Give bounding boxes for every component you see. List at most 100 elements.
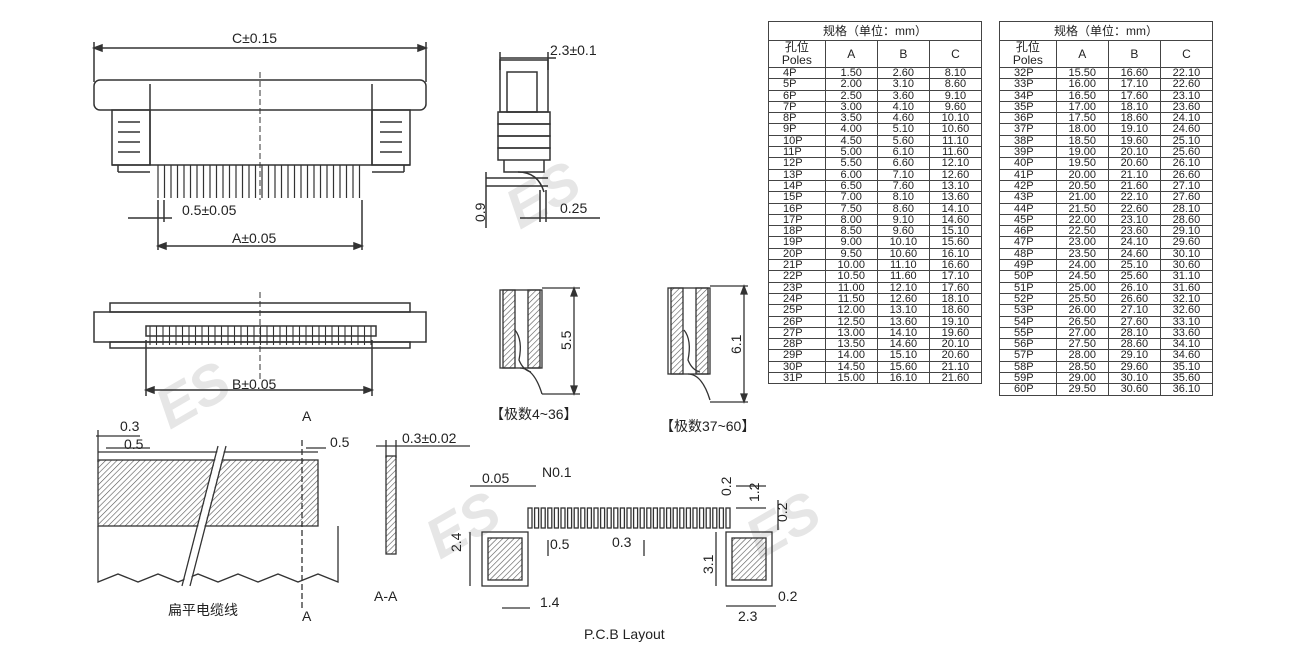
value-cell: 23.50 bbox=[1055, 247, 1109, 261]
pole-cell: 14P bbox=[768, 179, 826, 193]
pcb-12-label: 1.2 bbox=[746, 482, 762, 502]
pole-cell: 13P bbox=[768, 168, 826, 181]
pcb-pad bbox=[619, 507, 626, 529]
value-cell: 17.10 bbox=[928, 270, 983, 283]
value-cell: 31.60 bbox=[1159, 281, 1214, 294]
pcb-pad bbox=[718, 507, 725, 529]
pcb-pad bbox=[533, 507, 540, 529]
pole-cell: 12P bbox=[768, 157, 826, 170]
cable-05b-label: 0.5 bbox=[330, 434, 350, 450]
value-cell: 16.60 bbox=[1107, 66, 1161, 80]
value-cell: 25.10 bbox=[1159, 134, 1214, 148]
value-cell: 16.10 bbox=[928, 247, 983, 261]
value-cell: 25.00 bbox=[1055, 281, 1109, 294]
pcb-pad bbox=[566, 507, 573, 529]
value-cell: 23.60 bbox=[1159, 100, 1214, 114]
svg-text:ES: ES bbox=[495, 148, 591, 240]
value-cell: 17.60 bbox=[1107, 89, 1161, 102]
value-cell: 19.10 bbox=[928, 315, 983, 328]
pcb-pad bbox=[712, 507, 718, 529]
value-cell: 18.00 bbox=[1055, 123, 1109, 136]
pole-cell: 58P bbox=[999, 360, 1057, 374]
value-cell: 16.00 bbox=[1055, 78, 1109, 91]
value-cell: 22.60 bbox=[1107, 202, 1161, 215]
value-cell: 27.60 bbox=[1159, 191, 1214, 204]
pcb-pad bbox=[573, 507, 579, 529]
pole-cell: 20P bbox=[768, 247, 826, 261]
pole-cell: 33P bbox=[999, 78, 1057, 91]
pole-cell: 27P bbox=[768, 326, 826, 340]
value-cell: 26.60 bbox=[1107, 292, 1161, 306]
pcb-24-label: 2.4 bbox=[448, 532, 464, 552]
pole-cell: 15P bbox=[768, 191, 826, 204]
pitch-dimension-label: 0.5±0.05 bbox=[182, 202, 237, 218]
value-cell: 18.60 bbox=[928, 304, 983, 317]
value-cell: 3.60 bbox=[876, 89, 930, 102]
pole-cell: 39P bbox=[999, 146, 1057, 159]
pole-cell: 36P bbox=[999, 112, 1057, 125]
value-cell: 25.60 bbox=[1107, 270, 1161, 283]
flat-cable-drawing bbox=[96, 430, 339, 610]
value-cell: 24.10 bbox=[1107, 236, 1161, 249]
section-a-top-label: A bbox=[302, 408, 312, 424]
value-cell: 30.10 bbox=[1107, 372, 1161, 385]
value-cell: 35.10 bbox=[1159, 360, 1214, 374]
pole-cell: 34P bbox=[999, 89, 1057, 102]
value-cell: 8.10 bbox=[876, 191, 930, 204]
value-cell: 4.60 bbox=[876, 112, 930, 125]
value-cell: 5.50 bbox=[824, 157, 878, 170]
side-view-top bbox=[485, 52, 600, 228]
value-cell: 14.60 bbox=[928, 213, 983, 227]
pcb-layout-title: P.C.B Layout bbox=[584, 626, 665, 642]
value-cell: 8.60 bbox=[876, 202, 930, 215]
pole-cell: 38P bbox=[999, 134, 1057, 148]
pole-cell: 19P bbox=[768, 236, 826, 249]
front-view-top bbox=[91, 42, 429, 251]
value-cell: 16.10 bbox=[876, 372, 930, 385]
flat-cable-label: 扁平电缆线 bbox=[168, 602, 238, 618]
value-cell: 4.50 bbox=[824, 134, 878, 148]
value-cell: 3.00 bbox=[824, 100, 878, 114]
pole-cell: 44P bbox=[999, 202, 1057, 215]
value-cell: 17.10 bbox=[1107, 78, 1161, 91]
value-cell: 27.60 bbox=[1107, 315, 1161, 328]
value-cell: 30.10 bbox=[1159, 247, 1214, 261]
pcb-pad bbox=[672, 507, 678, 529]
value-cell: 20.60 bbox=[928, 349, 983, 362]
c-dimension-label: C±0.15 bbox=[232, 30, 278, 46]
value-cell: 28.10 bbox=[1107, 326, 1161, 340]
pole-cell: 28P bbox=[768, 338, 826, 351]
value-cell: 24.50 bbox=[1055, 270, 1109, 283]
pole-cell: 4P bbox=[768, 66, 826, 80]
value-cell: 12.50 bbox=[824, 315, 878, 328]
value-cell: 15.60 bbox=[928, 236, 983, 249]
value-cell: 10.10 bbox=[928, 112, 983, 125]
value-cell: 13.00 bbox=[824, 326, 878, 340]
value-cell: 28.00 bbox=[1055, 349, 1109, 362]
pcb-pad bbox=[639, 507, 645, 529]
pcb-pad bbox=[698, 507, 705, 529]
pcb-n01-label: N0.1 bbox=[542, 464, 572, 480]
pole-cell: 43P bbox=[999, 191, 1057, 204]
value-cell: 21.60 bbox=[928, 372, 983, 385]
value-cell: 6.50 bbox=[824, 179, 878, 193]
value-cell: 13.10 bbox=[876, 304, 930, 317]
value-cell: 28.10 bbox=[1159, 202, 1214, 215]
value-cell: 11.60 bbox=[876, 270, 930, 283]
col-a-header: A bbox=[1055, 40, 1109, 68]
value-cell: 11.60 bbox=[928, 146, 983, 159]
value-cell: 20.50 bbox=[1055, 179, 1109, 193]
pole-cell: 8P bbox=[768, 112, 826, 125]
pole-cell: 50P bbox=[999, 270, 1057, 283]
value-cell: 23.60 bbox=[1107, 225, 1161, 238]
